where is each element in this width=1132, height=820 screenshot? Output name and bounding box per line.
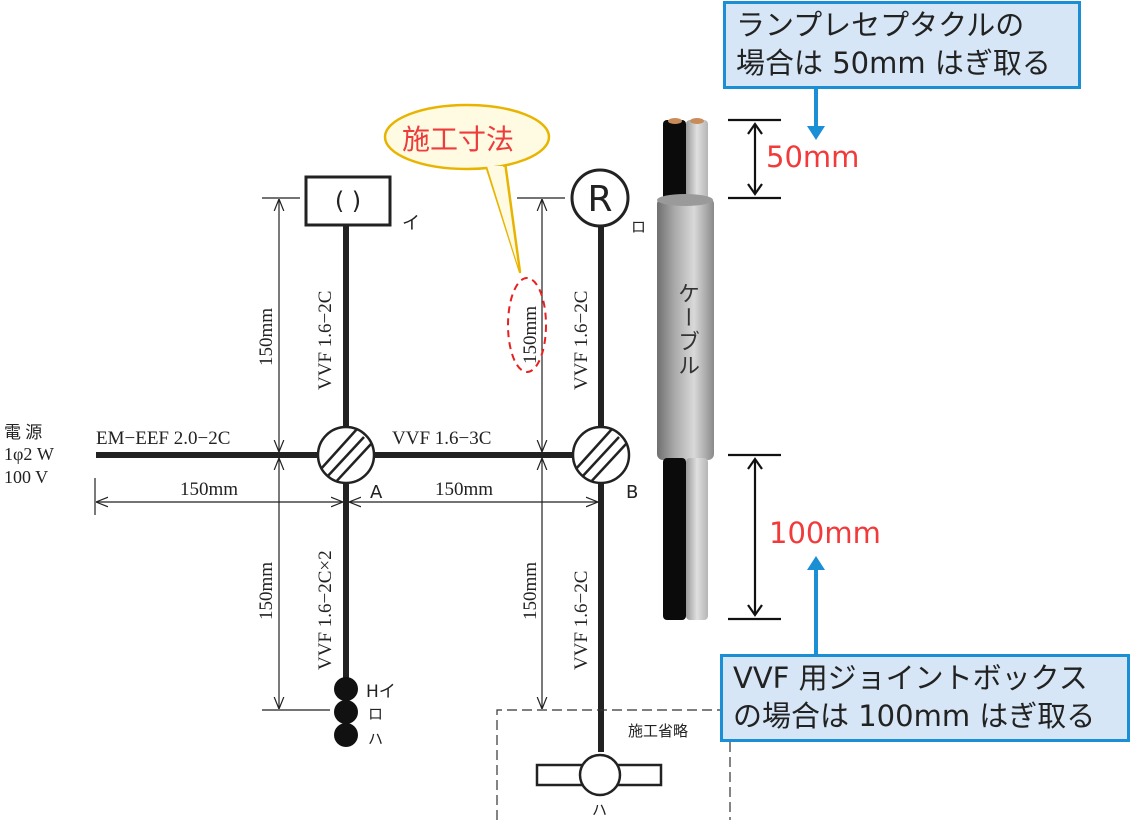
switch-3-label: ハ	[368, 732, 383, 748]
outlet-label: ハ	[592, 803, 607, 819]
cable-em-eef: EM−EEF 2.0−2C	[96, 428, 230, 449]
junction-box-b-icon	[571, 425, 631, 485]
callout-top-line1: ランプレセプタクルの	[736, 8, 1025, 42]
strip-50-label: 50mm	[766, 140, 860, 174]
power-source-line3: 100 V	[4, 467, 48, 487]
strip-dimension-markers	[728, 118, 781, 621]
power-source-line2: 1φ2 W	[4, 444, 54, 464]
receptacle-icon: R	[570, 168, 630, 228]
ceiling-light-icon: ( )	[304, 175, 392, 227]
callout-lamp-receptacle: ランプレセプタクルの 場合は 50mm はぎ取る	[723, 1, 1081, 89]
dimension-lines	[94, 197, 598, 711]
switch-h-label: Hイ	[366, 682, 396, 702]
switch-icons	[334, 677, 358, 747]
callout-top-line2: 場合は 50mm はぎ取る	[736, 46, 1051, 80]
cable-b-up: VVF 1.6−2C	[571, 291, 592, 390]
switch-2-label: ロ	[368, 707, 383, 723]
svg-text:R: R	[587, 179, 612, 220]
ceiling-light-label: イ	[402, 213, 420, 233]
receptacle-label: ロ	[631, 220, 646, 236]
cable-illustration	[657, 118, 714, 620]
dim-a-down: 150mm	[256, 562, 277, 620]
junction-box-a-label: A	[370, 482, 383, 503]
highlight-ellipse	[507, 277, 547, 373]
power-source-line1: 電 源	[4, 423, 42, 442]
dimension-bubble	[383, 103, 551, 274]
dim-a-up: 150mm	[256, 308, 277, 366]
cable-a-down: VVF 1.6−2C×2	[315, 550, 336, 670]
cable-label: ケーブル	[674, 282, 699, 378]
callout-bottom-line1: VVF 用ジョイントボックス	[733, 661, 1088, 695]
cable-b-down: VVF 1.6−2C	[571, 571, 592, 670]
omitted-label: 施工省略	[628, 723, 688, 740]
cable-a-up: VVF 1.6−2C	[315, 291, 336, 390]
callout-bottom-line2: の場合は 100mm はぎ取る	[733, 699, 1096, 733]
junction-box-a-icon	[316, 425, 376, 485]
wiring	[96, 226, 604, 752]
callout-arrows	[807, 88, 825, 656]
dim-a-to-b: 150mm	[435, 479, 493, 500]
callout-joint-box: VVF 用ジョイントボックス の場合は 100mm はぎ取る	[720, 654, 1130, 742]
dim-b-down: 150mm	[520, 562, 541, 620]
omitted-area-border	[496, 709, 731, 820]
cable-a-to-b: VVF 1.6−3C	[392, 428, 491, 449]
dim-source-to-a: 150mm	[180, 479, 238, 500]
outlet-icon	[535, 753, 663, 797]
bubble-text: 施工寸法	[402, 123, 515, 156]
dim-b-up: 150mm	[520, 306, 541, 364]
strip-100-label: 100mm	[769, 516, 881, 550]
junction-box-b-label: B	[626, 482, 638, 503]
svg-text:( ): ( )	[335, 187, 361, 215]
